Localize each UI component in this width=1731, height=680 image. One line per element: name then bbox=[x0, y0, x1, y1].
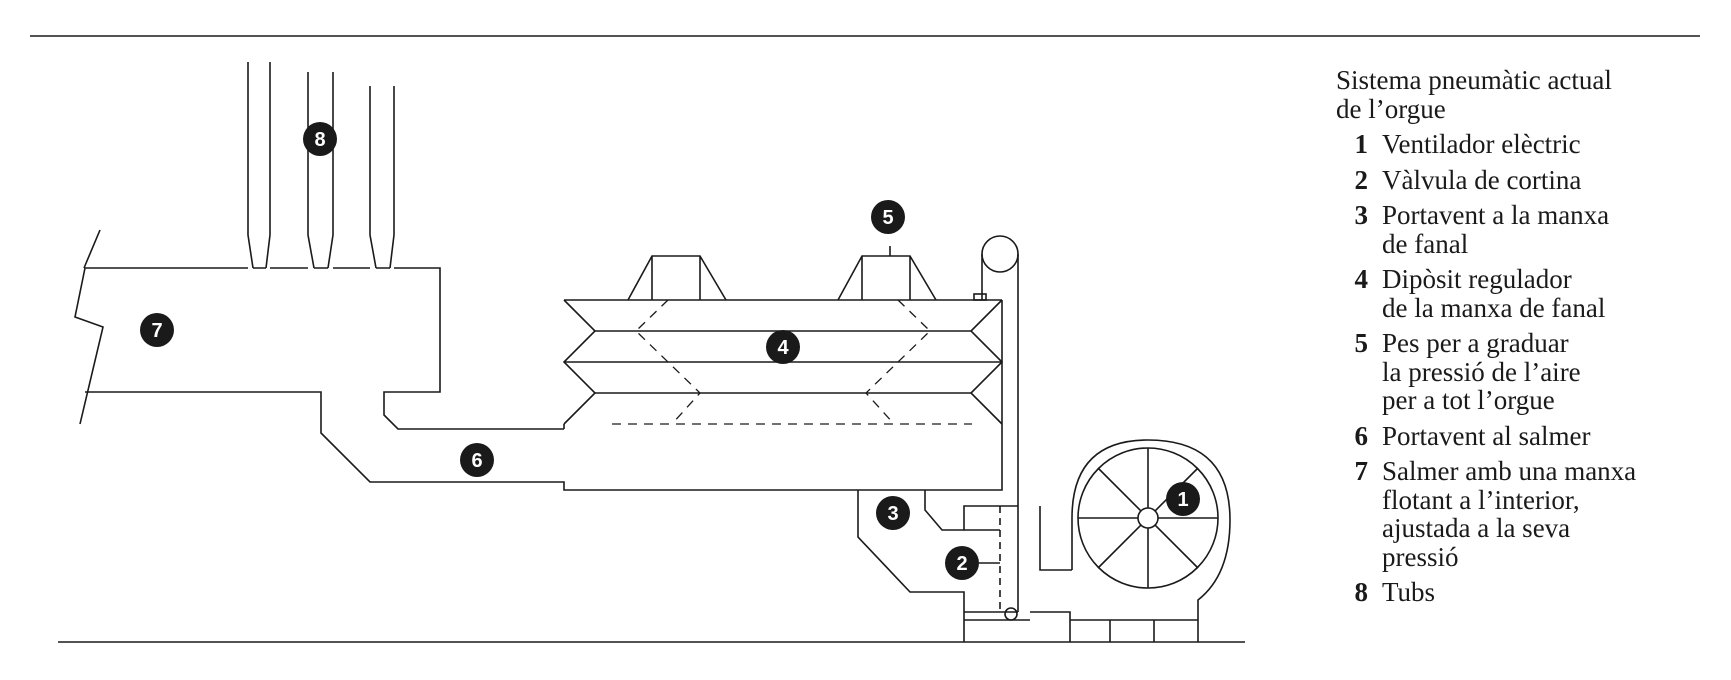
marker-5: 5 bbox=[871, 200, 905, 234]
legend-line: per a tot l’orgue bbox=[1382, 385, 1555, 415]
legend-item-8: 8 Tubs bbox=[1336, 578, 1716, 607]
windchest bbox=[74, 229, 858, 491]
feed-duct bbox=[857, 490, 1072, 642]
legend-line: ajustada a la seva bbox=[1382, 513, 1571, 543]
legend-line: Ventilador elèctric bbox=[1382, 129, 1581, 159]
marker-6: 6 bbox=[460, 443, 494, 477]
legend-line: Tubs bbox=[1382, 577, 1436, 607]
legend-text: Pes per a graduar la pressió de l’aire p… bbox=[1382, 329, 1581, 415]
curtain-valve bbox=[999, 506, 1018, 621]
legend-number: 4 bbox=[1354, 264, 1369, 294]
legend-list: 1 Ventilador elèctric 2 Vàlvula de corti… bbox=[1336, 130, 1716, 607]
legend-number: 6 bbox=[1354, 420, 1369, 451]
legend-text: Portavent al salmer bbox=[1382, 420, 1591, 451]
legend-item-6: 6 Portavent al salmer bbox=[1336, 420, 1716, 451]
legend-line: de la manxa de fanal bbox=[1382, 292, 1606, 323]
marker-1-label: 1 bbox=[1177, 489, 1188, 511]
legend-line: de fanal bbox=[1382, 228, 1469, 259]
legend-number: 1 bbox=[1354, 129, 1369, 159]
legend-line: Salmer amb una manxa bbox=[1382, 456, 1637, 486]
marker-8-label: 8 bbox=[314, 129, 325, 151]
weight-right bbox=[837, 255, 937, 301]
legend-item-2: 2 Vàlvula de cortina bbox=[1336, 164, 1716, 195]
legend-item-1: 1 Ventilador elèctric bbox=[1336, 130, 1716, 159]
marker-2: 2 bbox=[945, 546, 1000, 580]
legend-number: 5 bbox=[1354, 328, 1369, 358]
marker-7: 7 bbox=[140, 313, 174, 347]
legend-text: Dipòsit regulador de la manxa de fanal bbox=[1382, 265, 1605, 322]
marker-1: 1 bbox=[1166, 482, 1200, 516]
legend-line: Portavent al salmer bbox=[1382, 420, 1591, 451]
legend-text: Portavent a la manxa de fanal bbox=[1382, 201, 1609, 258]
legend-text: Salmer amb una manxa flotant a l’interio… bbox=[1382, 457, 1636, 571]
legend-line: pressió bbox=[1382, 541, 1459, 572]
marker-7-label: 7 bbox=[151, 320, 162, 342]
legend-item-7: 7 Salmer amb una manxa flotant a l’inter… bbox=[1336, 457, 1716, 571]
legend-text: Ventilador elèctric bbox=[1382, 130, 1581, 159]
legend-line: la pressió de l’aire bbox=[1382, 356, 1581, 387]
legend-line: Dipòsit regulador bbox=[1382, 264, 1572, 294]
legend-item-5: 5 Pes per a graduar la pressió de l’aire… bbox=[1336, 329, 1716, 415]
legend-title: Sistema pneumàtic actual de l’orgue bbox=[1336, 66, 1716, 124]
legend-number: 8 bbox=[1354, 577, 1369, 607]
regulator-reservoir bbox=[562, 246, 1004, 491]
legend-number: 7 bbox=[1354, 456, 1369, 486]
marker-3-label: 3 bbox=[887, 503, 898, 525]
legend-number: 3 bbox=[1354, 200, 1369, 230]
legend-number: 2 bbox=[1354, 164, 1369, 195]
legend-item-4: 4 Dipòsit regulador de la manxa de fanal bbox=[1336, 265, 1716, 322]
legend: Sistema pneumàtic actual de l’orgue 1 Ve… bbox=[1336, 66, 1716, 614]
legend-title-line: Sistema pneumàtic actual bbox=[1336, 65, 1612, 95]
marker-5-label: 5 bbox=[882, 207, 893, 229]
pulley bbox=[981, 235, 1019, 612]
legend-text: Tubs bbox=[1382, 578, 1435, 607]
marker-8: 8 bbox=[303, 122, 337, 156]
legend-title-line: de l’orgue bbox=[1336, 94, 1446, 124]
organ-pipes bbox=[247, 62, 395, 269]
marker-3: 3 bbox=[876, 496, 910, 530]
legend-line: Pes per a graduar bbox=[1382, 328, 1569, 358]
marker-2-label: 2 bbox=[956, 553, 967, 575]
legend-line: Portavent a la manxa bbox=[1382, 200, 1610, 230]
marker-4: 4 bbox=[766, 330, 800, 364]
legend-line: flotant a l’interior, bbox=[1382, 484, 1580, 515]
electric-fan bbox=[964, 439, 1231, 642]
marker-6-label: 6 bbox=[471, 450, 482, 472]
legend-item-3: 3 Portavent a la manxa de fanal bbox=[1336, 201, 1716, 258]
weight-left bbox=[627, 255, 727, 301]
legend-text: Vàlvula de cortina bbox=[1382, 164, 1582, 195]
legend-line: Vàlvula de cortina bbox=[1382, 164, 1582, 195]
marker-4-label: 4 bbox=[777, 337, 789, 359]
